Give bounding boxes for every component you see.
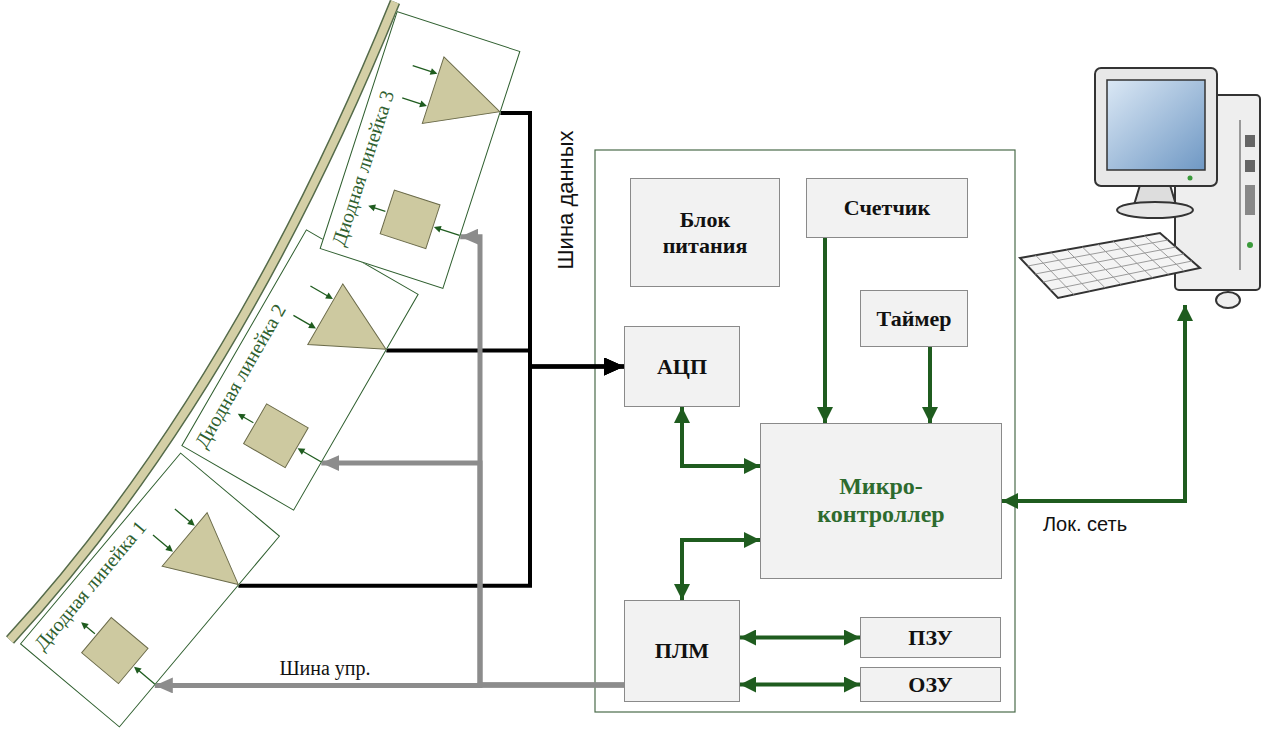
pc-tower-edge <box>1239 120 1241 270</box>
input-wire-head <box>325 292 335 302</box>
block-box: Микро- контроллер <box>760 423 1002 579</box>
signal-arrow <box>682 540 760 600</box>
signal-arrow <box>823 238 827 423</box>
input-wire <box>293 315 311 326</box>
input-wire-head <box>165 545 175 555</box>
mouse <box>1216 292 1240 308</box>
panel-title: Диодная линейка 1 <box>29 516 152 656</box>
block-label: ПЗУ <box>908 625 952 650</box>
keyboard-keys <box>1028 236 1192 295</box>
controller-housing <box>595 150 1015 712</box>
monitor <box>1095 68 1217 186</box>
block-label: ПЛМ <box>655 638 709 663</box>
bus-label: Шина данных <box>553 130 579 269</box>
input-wire-head <box>187 519 197 529</box>
control-bus <box>321 463 624 685</box>
control-wire-head <box>296 445 306 455</box>
panel-circuit <box>321 10 522 288</box>
network-label: Лок. сеть <box>1043 513 1127 536</box>
bus-label: Шина упр. <box>279 657 370 680</box>
control-block-symbol <box>82 618 148 684</box>
control-bus <box>460 237 624 685</box>
pc-drive <box>1245 135 1255 147</box>
block-box: ПЛМ <box>624 600 740 702</box>
pc-led <box>1247 242 1253 248</box>
block-label: Таймер <box>877 306 952 331</box>
pc-drive <box>1245 160 1255 172</box>
block-box: АЦП <box>624 326 740 407</box>
block-box: Счетчик <box>806 178 968 238</box>
input-wire <box>402 98 422 104</box>
control-block-symbol <box>380 190 440 249</box>
control-wire <box>439 229 460 236</box>
control-wire-head <box>132 664 142 674</box>
input-wire-head <box>419 100 428 109</box>
panel-circuit <box>183 229 421 511</box>
input-wire <box>175 509 191 522</box>
input-wire <box>153 535 169 548</box>
monitor-led <box>1188 176 1193 181</box>
monitor-base <box>1117 202 1193 218</box>
data-bus <box>500 113 624 366</box>
input-wire-head <box>430 68 439 77</box>
block-box: ПЗУ <box>860 617 1001 658</box>
signal-arrow <box>740 636 860 640</box>
control-wire <box>138 670 155 684</box>
pc-drive <box>1245 185 1255 215</box>
diode-array-panel: Диодная линейка 3 <box>320 11 521 289</box>
signal-arrow <box>928 347 932 423</box>
amplifier-symbol <box>162 513 261 612</box>
amplifier-symbol <box>422 57 510 145</box>
control-wire <box>302 451 321 462</box>
output-wire-head <box>79 620 89 630</box>
input-wire <box>310 286 328 297</box>
block-box: Таймер <box>860 290 968 347</box>
output-wire-head <box>236 411 246 421</box>
control-wire-head <box>433 224 442 233</box>
block-label: АЦП <box>657 354 707 379</box>
block-box: Блок питания <box>630 178 780 287</box>
signal-arrow <box>682 407 760 466</box>
block-label: Счетчик <box>844 195 930 220</box>
input-wire <box>413 66 433 72</box>
block-label: ОЗУ <box>908 672 952 697</box>
signal-arrow <box>740 683 860 687</box>
control-block-symbol <box>244 404 309 468</box>
block-label: Блок питания <box>651 207 759 258</box>
block-label: Микро- контроллер <box>801 473 961 528</box>
block-box: ОЗУ <box>860 667 1001 702</box>
input-wire-head <box>308 322 318 332</box>
computer-icon <box>1020 68 1260 308</box>
monitor-screen <box>1107 80 1205 170</box>
keyboard <box>1020 233 1200 298</box>
network-link <box>1002 305 1185 501</box>
output-wire-head <box>367 202 376 211</box>
amplifier-symbol <box>308 284 404 380</box>
data-bus <box>386 351 624 367</box>
